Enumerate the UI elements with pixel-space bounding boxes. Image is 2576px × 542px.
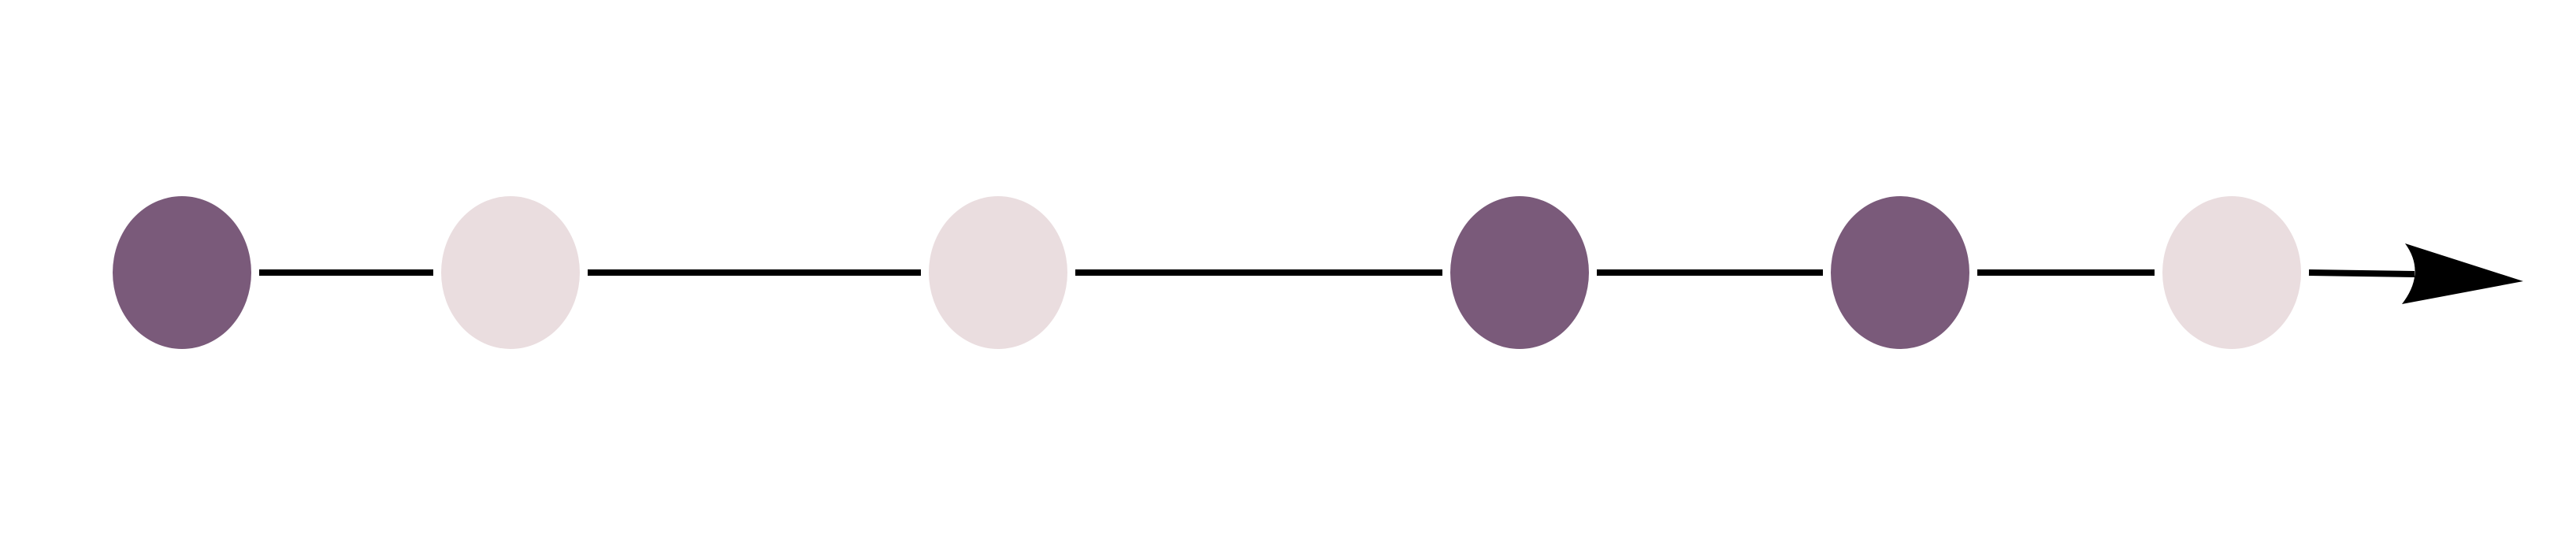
node-dark bbox=[113, 196, 251, 349]
node-light bbox=[441, 196, 580, 349]
arrow-shaft bbox=[2308, 269, 2415, 277]
arrowhead-icon bbox=[2402, 243, 2523, 304]
node-dark bbox=[1450, 196, 1589, 349]
node-light bbox=[929, 196, 1067, 349]
node-dark bbox=[1831, 196, 1969, 349]
arrow bbox=[2308, 243, 2523, 304]
nodes bbox=[113, 196, 2301, 349]
node-light bbox=[2162, 196, 2301, 349]
